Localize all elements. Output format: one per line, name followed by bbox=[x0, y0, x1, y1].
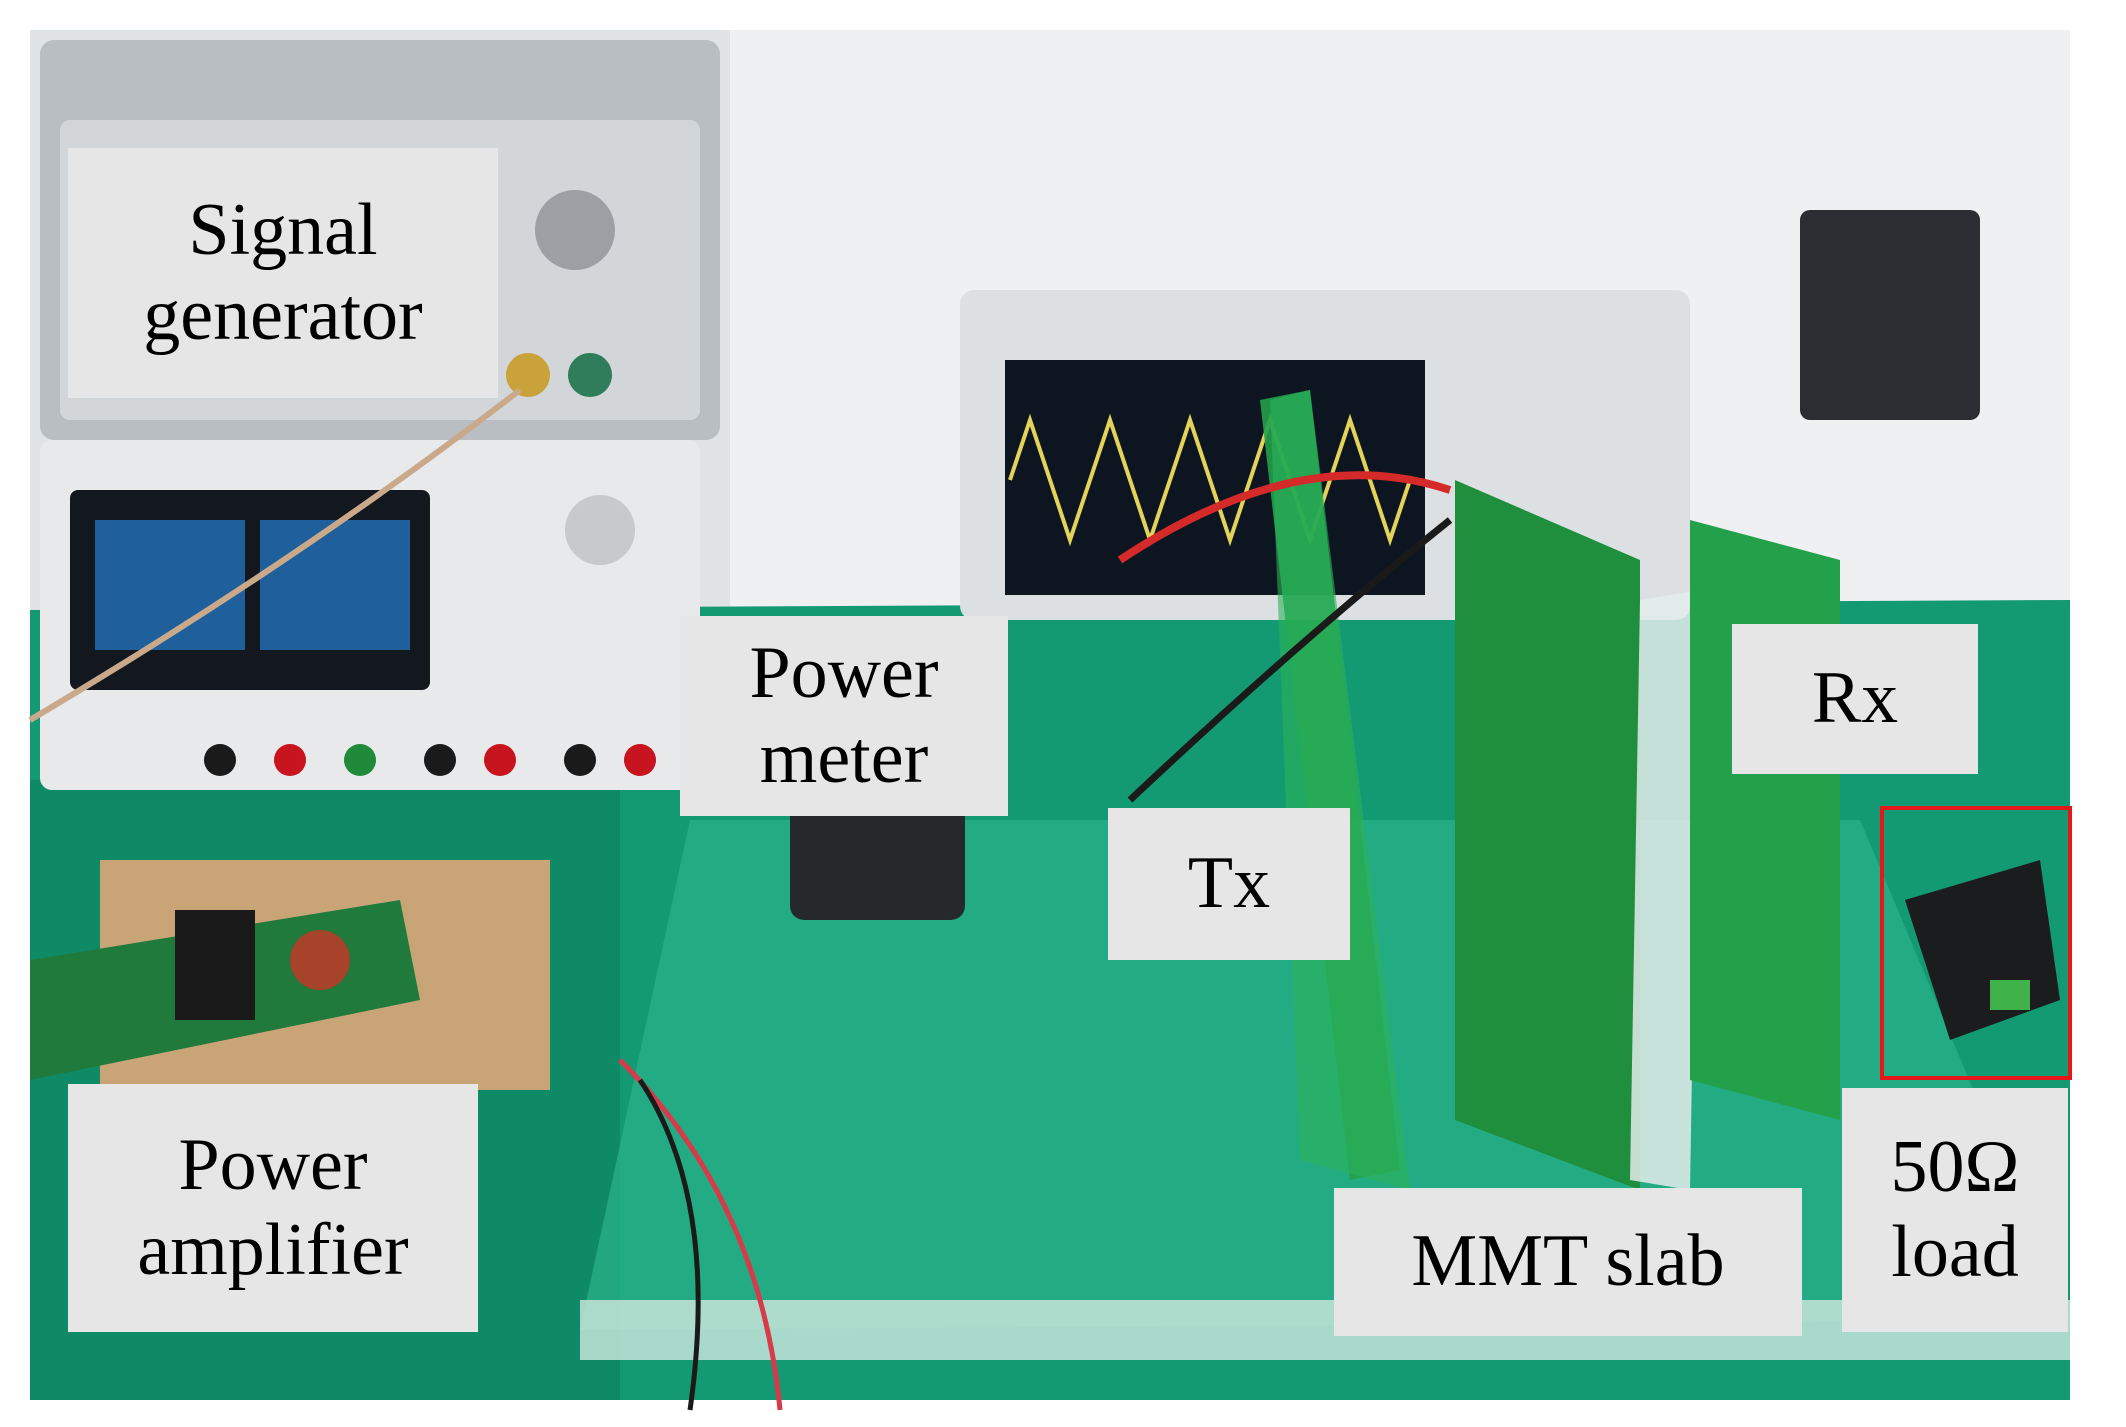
tx-coil-panel bbox=[1270, 390, 1410, 1190]
terminal-green-icon bbox=[344, 744, 376, 776]
bnc-connector-icon bbox=[568, 353, 612, 397]
mmt-slab-board bbox=[1455, 480, 1640, 1190]
load-terminal-block bbox=[1990, 980, 2030, 1010]
power-meter-device bbox=[790, 790, 965, 920]
amplifier-heatsink bbox=[175, 910, 255, 1020]
power-supply-knob-icon bbox=[565, 495, 635, 565]
tx-label: Tx bbox=[1108, 808, 1350, 960]
coax-cable bbox=[28, 387, 522, 723]
toroid-inductor-icon bbox=[290, 930, 350, 990]
acrylic-edge bbox=[580, 1300, 2070, 1360]
black-test-lead bbox=[1127, 517, 1453, 803]
power-supply-screen-left bbox=[95, 520, 245, 650]
oscilloscope-waveform bbox=[1008, 413, 1412, 547]
power-supply-screen-right bbox=[260, 520, 410, 650]
terminal-red-icon bbox=[484, 744, 516, 776]
black-wire bbox=[637, 1078, 701, 1411]
terminal-black-icon bbox=[204, 744, 236, 776]
terminal-black-icon bbox=[564, 744, 596, 776]
red-test-lead bbox=[1117, 471, 1452, 564]
terminal-black-icon bbox=[424, 744, 456, 776]
red-wire bbox=[618, 1058, 783, 1411]
mmt-slab-label: MMT slab bbox=[1334, 1188, 1802, 1336]
mmt-slab-support bbox=[1630, 590, 1700, 1190]
rx-coil-board bbox=[1690, 520, 1840, 1120]
terminal-red-icon bbox=[624, 744, 656, 776]
bnc-connector-icon bbox=[506, 353, 550, 397]
terminal-red-icon bbox=[274, 744, 306, 776]
soldering-station-device bbox=[1800, 210, 1980, 420]
rx-label: Rx bbox=[1732, 624, 1978, 774]
load-highlight-box bbox=[1880, 806, 2072, 1080]
signal-generator-knob-icon bbox=[535, 190, 615, 270]
